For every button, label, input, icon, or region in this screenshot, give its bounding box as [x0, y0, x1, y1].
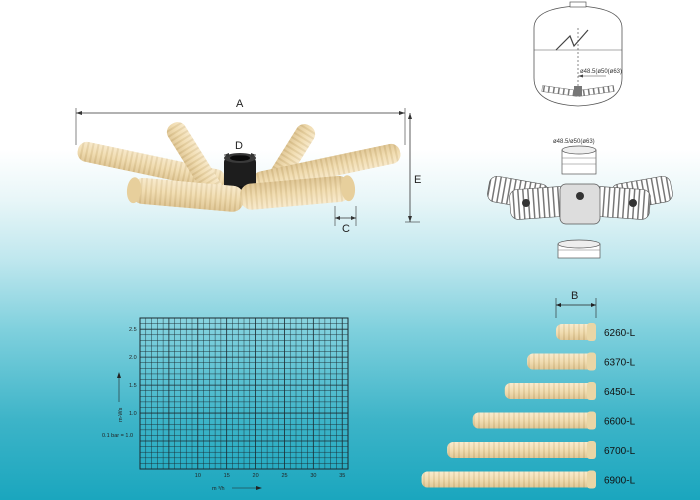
dimension-d-label: D — [235, 140, 243, 152]
y-tick-label: 2.5 — [129, 327, 137, 333]
hub-top-part — [561, 145, 597, 175]
lateral-rod-back-right — [252, 143, 401, 192]
tank-pipe-label: ø48.5(ø50(ø63) — [580, 69, 622, 75]
model-row: 6700-L — [447, 441, 636, 459]
lateral-distributor-drawing: A E — [75, 98, 421, 235]
x-tick-label: 10 — [195, 473, 201, 479]
x-tick-label: 20 — [253, 473, 259, 479]
x-tick-label: 25 — [281, 473, 287, 479]
dimension-c: C — [334, 206, 357, 235]
pressure-loss-chart: 10 15 20 25 30 35 2.5 2.0 1.5 1.0 m ³/h m-Ws 0.1… — [102, 317, 349, 492]
x-tick-label: 15 — [224, 473, 230, 479]
model-name: 6370-L — [604, 358, 636, 369]
y-tick-label: 1.5 — [129, 383, 137, 389]
x-tick-label: 35 — [339, 473, 345, 479]
dimension-b: B — [555, 290, 597, 318]
dimension-e: E — [405, 113, 421, 223]
model-row: 6600-L — [472, 411, 636, 430]
chart-x-axis-title: m ³/h — [212, 486, 262, 492]
hub-bottom-ring — [557, 239, 601, 259]
lateral-rod-back-left — [77, 141, 226, 190]
chart-y-ticks: 2.5 2.0 1.5 1.0 — [129, 327, 137, 417]
lateral-size-list: B 6260-L 6370-L 6450-L 6600-L 6700-L 6900-L — [421, 290, 636, 489]
x-tick-label: 30 — [310, 473, 316, 479]
dimension-d: D — [224, 140, 256, 157]
lateral-rod-shade — [472, 412, 596, 429]
lateral-rod-shade — [421, 471, 596, 488]
dimension-a-label: A — [236, 98, 244, 110]
lateral-rod-cap — [587, 411, 596, 430]
chart-y-note: 0.1 bar = 1.0 — [102, 433, 133, 439]
y-tick-label: 1.0 — [129, 411, 137, 417]
dimension-c-label: C — [342, 223, 350, 235]
model-name: 6260-L — [604, 328, 636, 339]
lateral-rod-cap — [587, 323, 596, 341]
model-row: 6370-L — [527, 352, 636, 371]
tank-drawing: ø48.5(ø50(ø63) — [533, 1, 623, 107]
model-row: 6260-L — [556, 323, 636, 341]
chart-x-label: m ³/h — [212, 486, 225, 492]
dimension-e-label: E — [414, 174, 421, 186]
lateral-rod-shade — [447, 442, 596, 458]
exploded-laterals — [487, 175, 673, 225]
lateral-rod-cap — [587, 470, 596, 489]
exploded-hub-label: ø48.5/ø50(ø63) — [553, 139, 595, 145]
model-name: 6900-L — [604, 476, 636, 487]
model-row: 6450-L — [504, 382, 636, 400]
lateral-rod-front-right — [240, 175, 356, 210]
lateral-rod-cap — [587, 382, 596, 400]
lateral-rod-front-left — [126, 177, 244, 212]
model-rows: 6260-L 6370-L 6450-L 6600-L 6700-L 6900-L — [421, 323, 636, 489]
model-name: 6600-L — [604, 417, 636, 428]
chart-x-ticks: 10 15 20 25 30 35 — [195, 473, 346, 479]
model-name: 6700-L — [604, 446, 636, 457]
y-tick-label: 2.0 — [129, 355, 137, 361]
lateral-rod-shade — [504, 383, 596, 399]
lateral-rod-cap — [587, 441, 596, 459]
lateral-rod-cap — [587, 352, 596, 371]
model-name: 6450-L — [604, 387, 636, 398]
lateral-rod-back-mid-left — [166, 122, 225, 203]
lateral-rod-shade — [527, 353, 596, 370]
dimension-a: A — [75, 98, 406, 145]
model-row: 6900-L — [421, 470, 636, 489]
chart-frame — [139, 317, 349, 470]
tank-laterals — [541, 85, 615, 97]
chart-y-label: m-Ws — [118, 407, 124, 422]
lateral-rod-shade — [556, 324, 596, 340]
dimension-b-label: B — [571, 290, 578, 302]
exploded-view: ø48.5/ø50(ø63) — [487, 139, 673, 259]
chart-grid — [139, 317, 349, 470]
chart-y-axis-title: m-Ws 0.1 bar = 1.0 — [102, 372, 133, 439]
